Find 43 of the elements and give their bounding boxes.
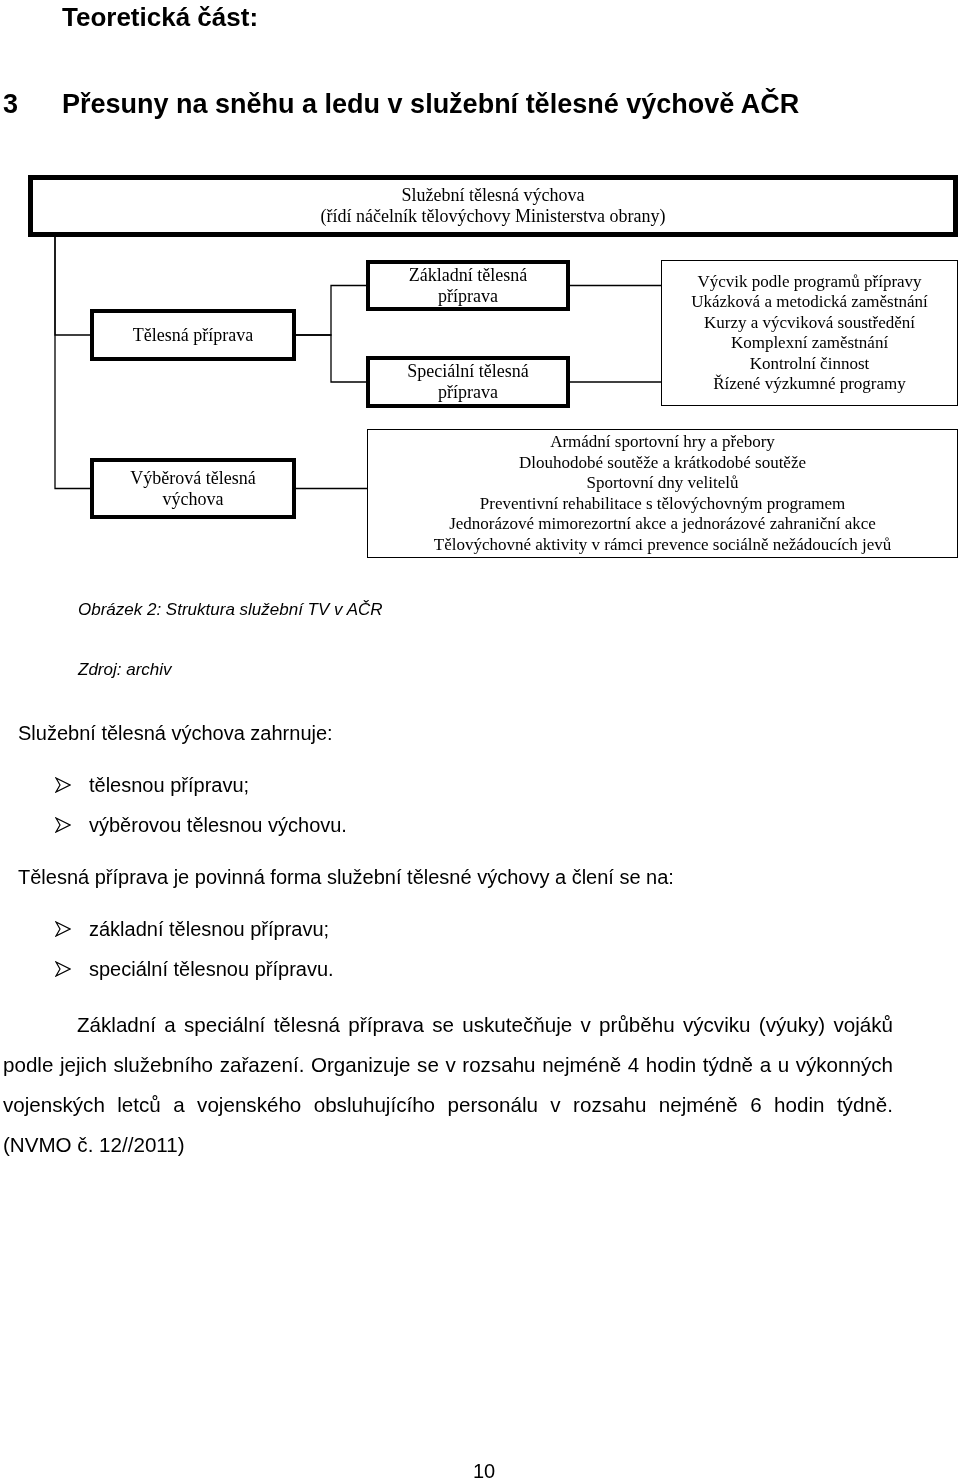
connector-line [295, 487, 368, 490]
activity-list-box [367, 429, 958, 558]
box-title: Základní tělesná příprava [407, 264, 529, 307]
section-number: 3 [3, 88, 19, 121]
box-title: Výběrová tělesná výchova [129, 467, 257, 510]
connector-line [295, 334, 367, 383]
paragraph: Základní a speciální tělesná příprava se uskutečňuje v průběhu výcviku (výuky) vojáků podle jejich služebního zařazení. Organizuje se v rozsahu nejméně 4 hodin týdně a u výkonných vojenských letců a vojenského obsluhujícího personálu v rozsahu nejméně 6 hodin týdně. (NVMO č. 12//2011) [3, 1012, 893, 1158]
org-box [90, 309, 296, 361]
figure-caption: Obrázek 2: Struktura služební TV v AČR [78, 599, 383, 621]
box-title: Služební tělesná výchova [401, 185, 585, 206]
activity-item: Výcvik podle programů přípravy [697, 271, 922, 292]
activity-item: Kontrolní činnost [749, 353, 870, 374]
activity-item: Tělovýchovné aktivity v rámci prevence sociálně nežádoucích jevů [433, 534, 892, 555]
box-title: Tělesná příprava [131, 324, 255, 346]
paragraph: Služební tělesná výchova zahrnuje: [18, 721, 333, 746]
activity-item: Preventivní rehabilitace s tělovýchovným programem [479, 493, 846, 514]
list-item: výběrovou tělesnou výchovu. [89, 813, 347, 838]
list-item: základní tělesnou přípravu; [89, 917, 330, 942]
connector-line [54, 236, 91, 490]
org-box [28, 175, 958, 237]
activity-list-box [661, 260, 958, 406]
page-number: 10 [473, 1459, 496, 1478]
activity-item: Komplexní zaměstnání [730, 333, 889, 354]
org-box [366, 356, 570, 408]
source-note: Zdroj: archiv [78, 659, 172, 681]
page-title: Teoretická část: [62, 1, 259, 34]
activity-item: Jednorázové mimorezortní akce a jednorázové zahraniční akce [449, 514, 876, 535]
activity-item: Řízené výzkumné programy [713, 374, 906, 395]
section-heading: Přesuny na sněhu a ledu v služební tělesné výchově AČR [62, 87, 800, 121]
org-box [366, 260, 570, 311]
activity-item: Dlouhodobé soutěže a krátkodobé soutěže [519, 452, 806, 473]
connector-line [569, 381, 662, 383]
activity-item: Armádní sportovní hry a přebory [550, 432, 775, 453]
activity-item: Kurzy a výcviková soustředění [704, 312, 915, 333]
org-box [90, 458, 296, 519]
list-item: tělesnou přípravu; [89, 773, 250, 798]
box-subtitle: (řídí náčelník tělovýchovy Ministerstva obrany) [320, 206, 666, 227]
box-title: Speciální tělesná příprava [406, 361, 530, 403]
list-item: speciální tělesnou přípravu. [89, 957, 334, 982]
activity-item: Sportovní dny velitelů [586, 473, 739, 494]
activity-item: Ukázková a metodická zaměstnání [691, 292, 928, 313]
connector-line [569, 284, 662, 287]
paragraph: Tělesná příprava je povinná forma služební tělesné výchovy a člení se na: [18, 865, 674, 890]
